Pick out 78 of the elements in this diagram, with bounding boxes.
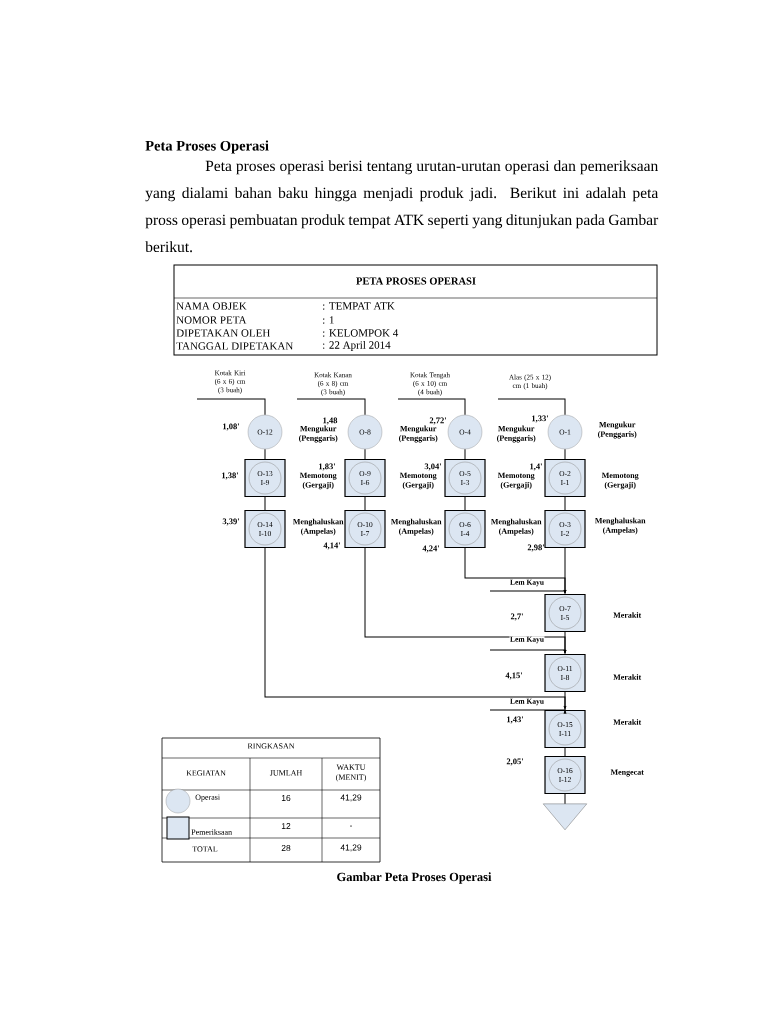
time-label: 1,83' (319, 463, 335, 471)
header-text: : KELOMPOK 4 (323, 329, 399, 337)
flow-line (264, 496, 266, 511)
operation-label: Mengukur (Penggaris) (497, 425, 536, 443)
time-label: 1,38' (222, 472, 238, 480)
summary-number: 12 (281, 823, 291, 829)
header-text: : 1 (323, 316, 334, 324)
summary-text: TOTAL (192, 846, 218, 852)
time-label: 1,43' (507, 716, 523, 724)
time-label: 4,14' (323, 542, 340, 550)
operation-label: Mengecat (610, 769, 644, 777)
operation-label: Memotong (Gergaji) (497, 472, 535, 490)
header-title: PETA PROSES OPERASI (356, 277, 476, 285)
operation-label: Mengukur (Penggaris) (598, 421, 637, 439)
arrow (489, 709, 567, 714)
arrow (489, 589, 567, 594)
operation-label: Menghaluskan (Ampelas) (491, 518, 542, 536)
storage-triangle (543, 803, 588, 831)
time-label: 1,08' (223, 423, 239, 431)
time-label: 1,4' (530, 463, 542, 471)
header-text: DIPETAKAN OLEH (176, 329, 270, 337)
flow-line (564, 448, 566, 460)
operation-label: Memotong (Gergaji) (601, 472, 639, 490)
flow-line (564, 496, 566, 511)
legend-text: Pemeriksaan (191, 829, 232, 835)
operation-label: Menghaluskan (Ampelas) (293, 518, 344, 536)
header-text: : TEMPAT ATK (323, 302, 395, 310)
time-label: 2,72' (429, 417, 446, 425)
operation-label: Menghaluskan (Ampelas) (391, 518, 442, 536)
operation-label: Memotong (Gergaji) (299, 472, 337, 490)
legend-text: Operasi (195, 794, 220, 802)
section-heading: Peta Proses Operasi (145, 140, 269, 154)
operation-label: Mengukur (Penggaris) (399, 425, 438, 443)
flow-line (397, 398, 466, 416)
summary-number: 28 (281, 845, 291, 851)
flow-line (296, 398, 366, 416)
summary-number: - (349, 825, 353, 827)
arrow (489, 649, 567, 654)
time-label: 2,98' (527, 544, 544, 552)
summary-number: 16 (281, 795, 291, 801)
header-text: TANGGAL DIPETAKAN (176, 342, 293, 350)
time-label: 1,33' (532, 415, 548, 423)
flow-line (564, 747, 566, 757)
time-label: 2,05' (506, 758, 523, 766)
summary-number: 41,29 (340, 794, 362, 802)
flow-line (264, 448, 266, 460)
operation-label: Merakit (613, 674, 642, 680)
flow-line (464, 448, 466, 460)
flow-line (497, 398, 566, 416)
operation-label: Merakit (613, 612, 642, 618)
header-text: NOMOR PETA (176, 316, 247, 324)
summary-text: RINGKASAN (247, 743, 295, 749)
time-label: 3,39' (222, 518, 239, 526)
flow-line (364, 448, 366, 460)
time-label: 2,7' (510, 613, 523, 621)
time-label: 1,48 (323, 417, 338, 425)
header-text: : 22 April 2014 (323, 341, 391, 351)
paragraph-text: Peta proses operasi berisi tentang urutan-urutan operasi dan pemeriksaan yang dialami bahan baku hingga menjadi produk jadi. Berikut ini adalah peta pross operasi pembuatan produk tempat ATK seperti yang ditunjukan pada Gambar berikut. (145, 160, 659, 253)
operation-label: Mengukur (Penggaris) (299, 425, 338, 443)
summary-number: 41,29 (340, 844, 362, 852)
time-label: 3,04' (424, 463, 441, 471)
time-label: 4,24' (422, 545, 439, 553)
summary-text: WAKTU (MENIT) (336, 764, 366, 782)
summary-text: KEGIATAN (186, 770, 226, 776)
operation-label: Merakit (613, 719, 642, 725)
arrow (264, 547, 567, 710)
flow-line (464, 496, 466, 511)
flow-line (364, 496, 366, 511)
header-text: NAMA OBJEK (176, 302, 247, 310)
figure-caption: Gambar Peta Proses Operasi (337, 872, 492, 884)
flow-line (564, 631, 566, 655)
operation-label: Menghaluskan (Ampelas) (595, 517, 646, 535)
summary-text: JUMLAH (269, 770, 302, 776)
operation-label: Memotong (Gergaji) (399, 472, 437, 490)
flow-line (196, 398, 266, 416)
time-label: 4,15' (505, 672, 522, 680)
flow-line (564, 793, 566, 805)
flow-line (564, 547, 566, 595)
